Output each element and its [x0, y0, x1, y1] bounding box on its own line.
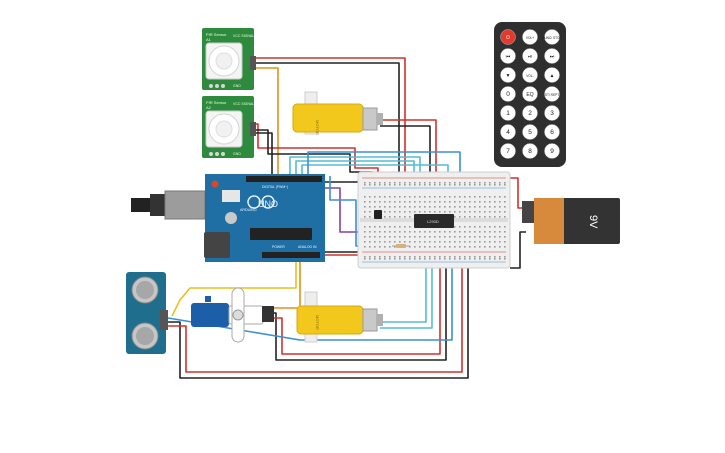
remote-button-label: 1 [506, 110, 510, 117]
dc-motor-1[interactable]: MOTOR [292, 91, 383, 135]
wire-black[interactable] [510, 231, 526, 269]
breadboard[interactable]: L293D [357, 171, 511, 269]
wire-red[interactable] [380, 119, 437, 185]
servo-motor[interactable] [191, 287, 274, 343]
wire-blue[interactable] [307, 151, 461, 185]
remote-button-num-3[interactable]: 3 [544, 105, 560, 121]
pir-sensor-1-id: A1 [206, 37, 212, 42]
remote-button-num-7[interactable]: 7 [500, 143, 516, 159]
remote-button-label: ⏮ [506, 54, 511, 60]
remote-button-next[interactable]: ⏭ [544, 48, 560, 64]
remote-button-label: ⏻ [506, 35, 510, 41]
remote-button-label: 8 [528, 148, 532, 155]
remote-button-label: 6 [550, 129, 554, 136]
remote-button-down[interactable]: ▼ [500, 67, 516, 83]
pir-sensor-1[interactable]: PIR Sensor A1 VCC SIGNAL GND [202, 28, 256, 90]
pir-sensor-1-pin-label: VCC SIGNAL [233, 34, 254, 38]
pir-sensor-2-gnd-label: GND [233, 152, 241, 156]
ir-remote[interactable]: ⏻ VOL+ FUNC/ STOP ⏮ ⏯ ⏭ ▼ VOL- ▲ 0 EQ ST/ REPT 1 2 3 4 5… [494, 22, 566, 167]
remote-button-num-5[interactable]: 5 [522, 124, 538, 140]
breadboard-holes [364, 182, 506, 260]
pir-sensor-2-id: A2 [206, 105, 212, 110]
remote-button-play-pause[interactable]: ⏯ [522, 48, 538, 64]
battery-9v[interactable]: 9V [522, 198, 620, 244]
motor-driver-chip[interactable]: L293D [414, 214, 454, 228]
arduino-maker-label: ARDUINO [240, 208, 257, 212]
arduino-digital-header[interactable] [246, 176, 322, 182]
remote-button-label: 7 [506, 148, 510, 155]
remote-button-label: 0 [506, 91, 510, 98]
remote-button-label: EQ [526, 92, 533, 98]
pir-sensor-1-label: PIR Sensor [206, 32, 227, 37]
ir-receiver[interactable] [374, 210, 382, 219]
dc-motor-2-label: MOTOR [315, 315, 320, 330]
remote-button-label: ST/ REPT [545, 93, 559, 97]
remote-button-up[interactable]: ▲ [544, 67, 560, 83]
battery-9v-label: 9V [587, 215, 599, 229]
remote-button-st-rept[interactable]: ST/ REPT [544, 86, 560, 102]
resistor[interactable] [392, 244, 410, 248]
remote-button-vol-up[interactable]: VOL+ [522, 29, 538, 45]
remote-button-prev[interactable]: ⏮ [500, 48, 516, 64]
remote-button-eq[interactable]: EQ [522, 86, 538, 102]
wire-orange[interactable] [252, 67, 279, 176]
wire-red[interactable] [266, 262, 441, 355]
remote-button-label: 5 [528, 129, 532, 136]
arduino-uno-label: UNO [258, 199, 278, 209]
remote-button-label: 9 [550, 148, 554, 155]
remote-button-label: FUNC/ STOP [542, 36, 561, 40]
wire-black[interactable] [252, 62, 400, 185]
motor-driver-chip-label: L293D [427, 219, 439, 224]
dc-motor-2[interactable]: MOTOR [296, 291, 383, 343]
arduino-power-label: POWER [272, 245, 285, 249]
remote-button-num-6[interactable]: 6 [544, 124, 560, 140]
remote-button-num-2[interactable]: 2 [522, 105, 538, 121]
remote-button-vol-down[interactable]: VOL- [522, 67, 538, 83]
pir-sensor-1-gnd-label: GND [233, 84, 241, 88]
remote-button-label: VOL- [526, 74, 533, 78]
remote-button-num-1[interactable]: 1 [500, 105, 516, 121]
remote-button-label: ⏭ [550, 54, 555, 60]
pir-sensor-2-pin-label: VCC SIGNAL [233, 102, 254, 106]
remote-button-label: 3 [550, 110, 554, 117]
wire-black[interactable] [252, 132, 273, 176]
wire-cyan[interactable] [289, 156, 421, 185]
remote-button-func-stop[interactable]: FUNC/ STOP [542, 29, 562, 45]
remote-button-power[interactable]: ⏻ [500, 29, 516, 45]
remote-button-label: ▼ [506, 73, 511, 79]
dc-motor-1-label: MOTOR [315, 120, 320, 135]
wire-red[interactable] [252, 57, 406, 185]
wire-red[interactable] [168, 262, 463, 373]
wire-black[interactable] [168, 262, 469, 379]
remote-button-label: 2 [528, 110, 532, 117]
remote-button-label: VOL+ [526, 36, 534, 40]
remote-button-label: ⏯ [528, 54, 532, 60]
remote-button-num-8[interactable]: 8 [522, 143, 538, 159]
wire-cyan[interactable] [380, 262, 427, 323]
pir-sensor-2-label: PIR Sensor [206, 100, 227, 105]
arduino-analog-label: ANALOG IN [298, 245, 317, 249]
remote-button-num-9[interactable]: 9 [544, 143, 560, 159]
wire-red[interactable] [252, 123, 379, 185]
ultrasonic-sensor[interactable] [126, 272, 168, 354]
arduino-power-header[interactable] [262, 252, 320, 258]
arduino-digital-label: DIGITAL (PWM~) [262, 185, 288, 189]
wire-orange[interactable] [266, 262, 301, 309]
remote-button-label: ▲ [550, 73, 555, 79]
remote-button-num-0[interactable]: 0 [500, 86, 516, 102]
wire-cyan[interactable] [380, 262, 433, 329]
pir-sensor-2[interactable]: PIR Sensor A2 VCC SIGNAL GND [202, 96, 256, 158]
wire-yellow[interactable] [171, 248, 297, 317]
arduino-uno[interactable]: UNO ARDUINO DIGITAL (PWM~) POWER ANALOG … [131, 174, 325, 262]
remote-button-num-4[interactable]: 4 [500, 124, 516, 140]
remote-button-label: 4 [506, 129, 510, 136]
